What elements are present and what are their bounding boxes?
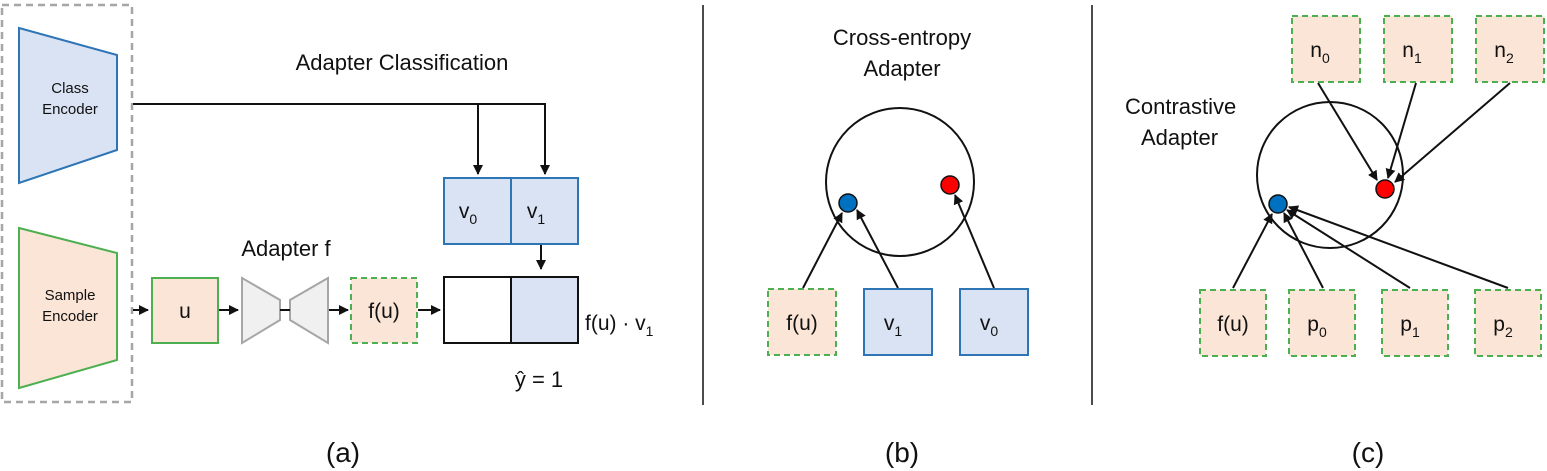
- adapter-label: Adapter f: [241, 236, 331, 261]
- panel-c-p2-label: p2: [1493, 313, 1513, 340]
- panel-c-arrow-p0: [1283, 212, 1324, 289]
- product-cell-1: [510, 276, 579, 344]
- panel-c-fu-label: f(u): [1217, 313, 1249, 336]
- panel-c-p1-label: p1: [1400, 313, 1420, 340]
- panel-c-hypersphere: [1256, 101, 1404, 249]
- panel-c-fu-point: [1268, 194, 1288, 214]
- class-encoder-label-line1: Class: [51, 80, 89, 97]
- u-label: u: [179, 300, 191, 323]
- panel-c-p0-box: [1288, 289, 1356, 357]
- panel-c-arrow-n1: [1385, 82, 1417, 179]
- fu-label: f(u): [368, 300, 400, 323]
- panel-b-v0-label: v0: [980, 312, 999, 339]
- class-encoder-label-line2: Encoder: [42, 101, 98, 118]
- arrow-class-to-v1: [133, 103, 550, 175]
- panel-c-n0-label: n0: [1310, 39, 1330, 66]
- encoder-group-frame: [0, 3, 134, 404]
- panel-b-title-line2: Adapter: [863, 56, 940, 81]
- panel-c-arrow-n2: [1394, 82, 1511, 183]
- panel-c-p2-box: [1474, 289, 1542, 357]
- panel-b-arrow-fu: [802, 212, 843, 289]
- panel-c-n0-box: [1291, 15, 1361, 83]
- caption-a: (a): [326, 437, 360, 468]
- panel-b-hypersphere: [825, 107, 975, 257]
- v0-label: v0: [459, 200, 478, 227]
- panel-c-n2-box: [1475, 15, 1545, 83]
- sample-encoder-label-line1: Sample: [45, 287, 96, 304]
- sample-encoder-shape: [18, 226, 118, 390]
- panel-b-v1-box: [863, 288, 933, 356]
- v0-box: [443, 177, 512, 245]
- class-encoder-shape: [18, 26, 118, 185]
- panel-c-fu-box: [1199, 289, 1267, 357]
- prediction-label: ŷ = 1: [515, 367, 563, 392]
- panel-c-p0-label: p0: [1307, 313, 1327, 340]
- panel-b-arrow-v1: [856, 209, 899, 289]
- panel-c-neg-point: [1375, 179, 1395, 199]
- panel-c-arrow-fu: [1232, 213, 1273, 289]
- panel-c-arrow-p2: [1288, 205, 1509, 289]
- panel-c-arrow-p1: [1286, 209, 1411, 289]
- product-label: f(u) · v1: [585, 312, 654, 339]
- panel-c-n2-label: n2: [1494, 39, 1514, 66]
- panel-c-arrow-n0: [1317, 82, 1378, 181]
- panel-c-p1-box: [1381, 289, 1449, 357]
- panel-c-n1-label: n1: [1402, 39, 1422, 66]
- panel-b-fu-point: [838, 193, 858, 213]
- u-box: [151, 277, 219, 344]
- panel-c-title-line1: Contrastive: [1125, 94, 1236, 119]
- panel-b-v0-box: [959, 288, 1029, 356]
- panel-a-title: Adapter Classification: [296, 50, 509, 75]
- fu-box: [350, 277, 418, 344]
- adapter-encoder-half: [241, 276, 281, 345]
- adapter-decoder-half: [289, 276, 329, 345]
- panel-b-arrow-v0: [953, 194, 995, 289]
- v1-label: v1: [527, 200, 546, 227]
- panel-b-title-line1: Cross-entropy: [833, 25, 971, 50]
- product-cell-0: [443, 276, 512, 344]
- panel-b-v0-point: [940, 175, 960, 195]
- v1-box: [510, 177, 579, 245]
- panel-c-n1-box: [1383, 15, 1453, 83]
- panel-c-title-line2: Adapter: [1141, 125, 1218, 150]
- panel-b-v1-label: v1: [884, 312, 903, 339]
- panel-b-fu-box: [767, 288, 837, 356]
- panel-b-fu-label: f(u): [786, 312, 818, 335]
- caption-c: (c): [1352, 437, 1385, 468]
- sample-encoder-label-line2: Encoder: [42, 308, 98, 325]
- caption-b: (b): [885, 437, 919, 468]
